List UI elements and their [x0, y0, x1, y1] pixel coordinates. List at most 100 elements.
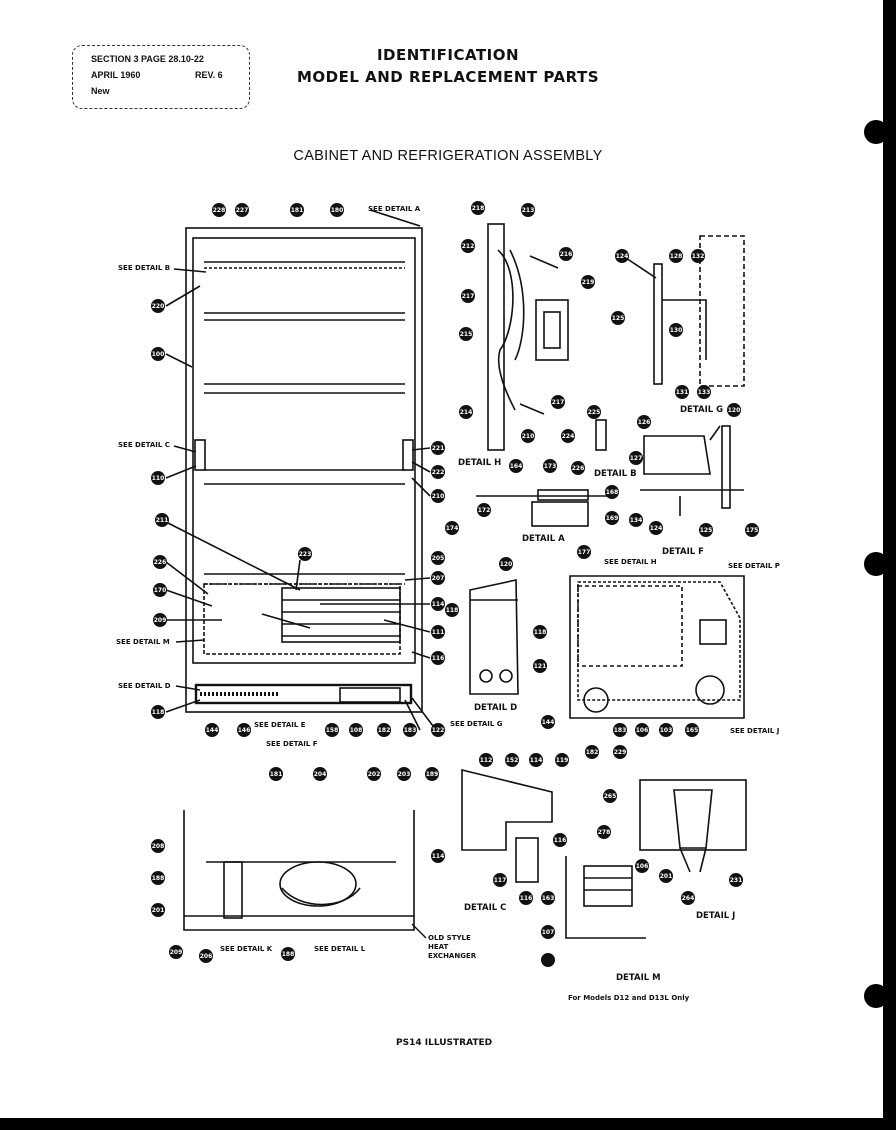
date-label: APRIL 1960	[91, 70, 141, 80]
callout-circle	[659, 869, 673, 883]
callout-number: 169	[606, 515, 619, 522]
callout-circle	[493, 873, 507, 887]
callout-number: 188	[152, 875, 165, 882]
detail-m-title: DETAIL M	[616, 973, 661, 983]
callout-number: 207	[432, 575, 445, 582]
callout-circle	[471, 201, 485, 215]
callout-circle	[445, 521, 459, 535]
callout-circle	[585, 745, 599, 759]
callout-circle	[577, 545, 591, 559]
page-title-line2: MODEL AND REPLACEMENT PARTS	[296, 68, 600, 86]
callout-number: 119	[556, 757, 569, 764]
callout-circle	[541, 953, 555, 967]
callout-number: 202	[368, 771, 381, 778]
detail-f-title: DETAIL F	[662, 547, 704, 557]
see-detail-b-label: SEE DETAIL B	[118, 264, 170, 272]
callout-number: 228	[213, 207, 226, 214]
detail-c-title: DETAIL C	[464, 903, 506, 913]
callout-number: 219	[582, 279, 595, 286]
revision-label: REV. 6	[195, 70, 223, 80]
callout-number: 124	[650, 525, 663, 532]
callout-number: 214	[460, 409, 473, 416]
callout-circle	[205, 723, 219, 737]
callout-number: 265	[604, 793, 617, 800]
callout-circle	[151, 299, 165, 313]
callout-circle	[461, 289, 475, 303]
callout-number: 116	[432, 655, 445, 662]
see-detail-a-label: SEE DETAIL A	[368, 205, 421, 213]
callout-number: 114	[432, 853, 445, 860]
callout-number: 188	[282, 951, 295, 958]
callout-number: 116	[520, 895, 533, 902]
callout-number: 174	[446, 525, 459, 532]
callout-number: 116	[554, 837, 567, 844]
callout-number: 189	[426, 771, 439, 778]
callout-circle	[555, 753, 569, 767]
models-note: For Models D12 and D13L Only	[568, 994, 690, 1002]
callout-number: 173	[544, 463, 557, 470]
callout-number: 204	[314, 771, 327, 778]
callout-circle	[603, 789, 617, 803]
callout-circle	[425, 767, 439, 781]
callout-circle	[431, 651, 445, 665]
callout-circle	[445, 603, 459, 617]
binder-hole-middle	[864, 552, 883, 576]
callout-circle	[745, 523, 759, 537]
callout-circle	[543, 459, 557, 473]
callout-circle	[635, 723, 649, 737]
callout-number: 125	[612, 315, 625, 322]
callout-number: 125	[700, 527, 713, 534]
callout-number: 208	[152, 843, 165, 850]
callout-circle	[533, 625, 547, 639]
callout-number: 130	[670, 327, 683, 334]
callout-circle	[461, 239, 475, 253]
callout-number: 117	[494, 877, 507, 884]
callout-number: 218	[472, 205, 485, 212]
callout-circle	[519, 891, 533, 905]
callout-number: 209	[154, 617, 167, 624]
callout-number: 206	[200, 953, 213, 960]
callout-circle	[403, 723, 417, 737]
callout-circle	[611, 311, 625, 325]
callout-circle	[431, 571, 445, 585]
callout-number: 212	[462, 243, 475, 250]
callout-number: 114	[432, 601, 445, 608]
callout-number: 264	[682, 895, 695, 902]
callout-circle	[459, 327, 473, 341]
callout-circle	[431, 551, 445, 565]
callout-circle	[151, 903, 165, 917]
callout-number: 106	[636, 863, 649, 870]
callout-number: 133	[698, 389, 711, 396]
callout-circle	[290, 203, 304, 217]
callout-circle	[349, 723, 363, 737]
assembly-title: CABINET AND REFRIGERATION ASSEMBLY	[293, 148, 603, 164]
callout-number: 183	[404, 727, 417, 734]
callout-circle	[431, 723, 445, 737]
callout-circle	[669, 323, 683, 337]
callout-circle	[681, 891, 695, 905]
callout-number: 144	[542, 719, 555, 726]
callout-circle	[685, 723, 699, 737]
callout-number: 183	[614, 727, 627, 734]
callout-circle	[479, 753, 493, 767]
callout-circle	[615, 249, 629, 263]
callout-number: 222	[432, 469, 445, 476]
callout-number: 120	[728, 407, 741, 414]
callout-number: 278	[598, 829, 611, 836]
callout-circle	[298, 547, 312, 561]
callout-circle	[533, 659, 547, 673]
heat-exchanger-note-3: EXCHANGER	[428, 952, 477, 960]
callout-circle	[505, 753, 519, 767]
callout-number: 203	[398, 771, 411, 778]
callout-circle	[541, 891, 555, 905]
see-detail-l-label: SEE DETAIL L	[314, 945, 366, 953]
callout-circle	[691, 249, 705, 263]
callout-number: 134	[630, 517, 643, 524]
callout-number: 126	[638, 419, 651, 426]
callout-circle	[431, 489, 445, 503]
callout-circle	[521, 429, 535, 443]
see-detail-j-label: SEE DETAIL J	[730, 727, 779, 735]
scan-border-right	[883, 0, 896, 1130]
callout-number: 106	[636, 727, 649, 734]
callout-number: 223	[299, 551, 312, 558]
